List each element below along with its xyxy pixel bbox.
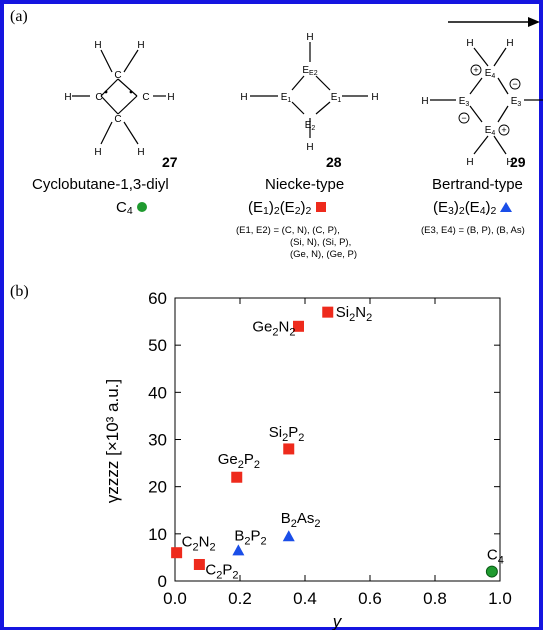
x-tick-label-1: 0.2 [228,589,252,608]
s27-atom-c-top: C [114,70,121,81]
s27-atom-c-right: C [142,92,149,103]
y-axis-label-text: γzzzz [×10³ a.u.] [103,379,122,503]
figure-frame-right [539,0,543,630]
point-si2p2 [283,443,295,455]
structure-28: H H H H EE2 E2 E1 E1 [240,32,378,153]
point-ge2n2 [293,320,304,332]
x-tick-label-0: 0.0 [163,589,187,608]
point-label-b2as2: B2As2 [281,510,321,530]
svg-text:H: H [306,32,313,43]
y-tick-label-5: 50 [148,336,167,355]
svg-text:+: + [473,65,478,75]
y-tick-label-6: 60 [148,289,167,308]
y-tick-label-4: 40 [148,383,167,402]
point-label-si2n2: Si2N2 [336,304,372,324]
compound-27-name: Cyclobutane-1,3-diyl [32,176,169,193]
y-axis-label: γzzzz [×10³ a.u.] [103,379,122,503]
svg-text:H: H [421,96,428,107]
svg-text:H: H [167,92,174,103]
panel-b-label: (b) [10,283,29,300]
green-circle-marker-icon [136,202,147,212]
panel-a-label: (a) [10,8,28,25]
point-label-b2p2: B2P2 [234,527,266,547]
point-ge2p2 [231,471,243,483]
svg-text:−: − [461,113,466,123]
figure-frame-bottom [0,627,543,630]
compound-29-name: Bertrand-type [432,176,523,193]
compound-29-number: 29 [510,154,526,170]
svg-text:+: + [501,125,506,135]
y-tick-label-3: 30 [148,431,167,450]
svg-text:H: H [94,40,101,51]
point-b2p2 [232,544,245,556]
compound-27-formula: C4 [116,199,147,217]
plot-frame [174,297,501,582]
blue-triangle-marker-icon [500,202,513,212]
svg-text:H: H [466,38,473,49]
point-b2as2 [282,530,295,542]
svg-text:H: H [137,147,144,158]
s28-atom-e1-right: E1 [331,92,342,104]
x-tick-label-5: 1.0 [488,589,512,608]
point-label-ge2n2: Ge2N2 [252,318,295,338]
point-label-c2n2: C2N2 [182,534,216,554]
s29-atom-e3-right: E3 [511,96,522,108]
structure-27: C C C C H H H H H H [64,40,174,158]
point-label-c2p2: C2P2 [205,561,238,581]
s27-atom-c-left: C [95,92,102,103]
point-label-c4: C4 [487,547,504,567]
svg-text:H: H [466,157,473,168]
y-tick-label-1: 10 [148,525,167,544]
compound-28-name: Niecke-type [265,176,345,193]
svg-text:H: H [506,157,513,168]
point-label-si2p2: Si2P2 [269,424,305,444]
x-axis-label: y [332,612,343,630]
red-square-marker-icon [316,202,327,212]
svg-text:H: H [137,40,144,51]
point-c2p2 [193,558,205,570]
svg-text:H: H [64,92,71,103]
svg-text:H: H [371,92,378,103]
svg-text:−: − [512,79,517,89]
point-c2n2 [171,547,183,559]
compound-28-pairs-line-3: (Ge, N), (Ge, P) [290,249,358,260]
y-tick-label-2: 20 [148,478,167,497]
compound-28-number: 28 [326,154,342,170]
compound-29-formula: (E3)2(E4)2 [433,199,513,217]
svg-text:H: H [506,38,513,49]
x-tick-label-3: 0.6 [358,589,382,608]
s28-atom-e1-left: E1 [281,92,292,104]
compound-28-formula: (E1)2(E2)2 [248,199,327,217]
point-si2n2 [322,306,334,318]
s29-atom-e4-top: E4 [485,68,496,80]
s27-atom-c-bottom: C [114,114,121,125]
point-c4 [485,565,498,578]
x-tick-label-2: 0.4 [293,589,317,608]
compound-29-pairs-line-1: (E3, E4) = (B, P), (B, As) [421,225,525,236]
svg-text:H: H [94,147,101,158]
compound-28-pairs-line-2: (Si, N), (Si, P), [290,237,352,248]
point-label-ge2p2: Ge2P2 [218,451,260,471]
x-tick-label-4: 0.8 [423,589,447,608]
structure-29: H H H H H E4 E4 E3 E3 + − − + [421,38,543,168]
svg-text:H: H [306,142,313,153]
svg-text:H: H [240,92,247,103]
s28-atom-e2-bottom: E2 [305,120,316,132]
compound-28-pairs-line-1: (E1, E2) = (C, N), (C, P), [236,225,340,236]
s29-atom-e3-left: E3 [459,96,470,108]
compound-27-number: 27 [162,154,178,170]
y-tick-label-0: 0 [158,572,167,591]
arrow-right-icon [448,17,540,27]
s29-atom-e4-bottom: E4 [485,125,496,137]
